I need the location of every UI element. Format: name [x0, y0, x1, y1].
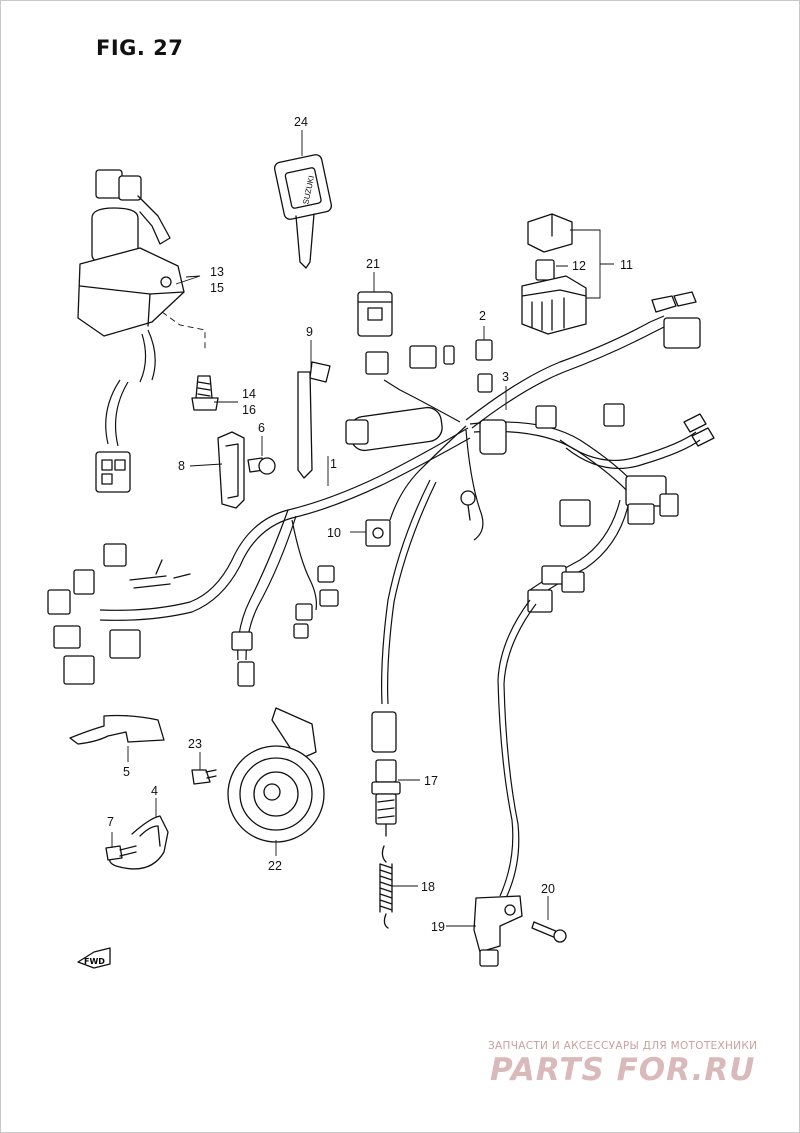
- callout-5: 5: [123, 765, 130, 779]
- rear-switch-part-19: [473, 599, 567, 967]
- callout-10: 10: [327, 526, 341, 540]
- callout-2: 2: [479, 309, 486, 323]
- callout-3: 3: [502, 370, 509, 384]
- callout-17: 17: [424, 774, 438, 788]
- relay-part-21: [357, 291, 393, 375]
- leader-lines: [111, 130, 614, 927]
- callout-8: 8: [178, 459, 185, 473]
- ignition-switch-part-13: [77, 169, 206, 493]
- fuse-box-part-11: [521, 213, 587, 335]
- key-part-24: SUZUKI: [273, 154, 333, 269]
- watermark-logo: PARTS FOR.RU: [490, 1052, 756, 1088]
- clip-part-5: [69, 714, 165, 745]
- callout-21: 21: [366, 257, 380, 271]
- callout-12: 12: [572, 259, 586, 273]
- fwd-arrow-icon: FWD: [77, 947, 111, 969]
- callout-20: 20: [541, 882, 555, 896]
- callout-1: 1: [330, 457, 337, 471]
- callout-19: 19: [431, 920, 445, 934]
- cable-tie-part-9: [297, 361, 331, 479]
- small-relay-part-2: [475, 339, 493, 361]
- figure-title: FIG. 27: [96, 36, 184, 60]
- callout-9: 9: [306, 325, 313, 339]
- callout-14: 14: [242, 387, 256, 401]
- bolt-part-14: [191, 375, 219, 411]
- wiring-harness-part-1: [47, 291, 715, 687]
- clamp-part-8: [217, 431, 245, 509]
- callout-15: 15: [210, 281, 224, 295]
- horn-part-22: [191, 707, 325, 843]
- callout-6: 6: [258, 421, 265, 435]
- bracket-part-10: [365, 519, 391, 547]
- callout-4: 4: [151, 784, 158, 798]
- callout-13: 13: [210, 265, 224, 279]
- callout-16: 16: [242, 403, 256, 417]
- callout-11: 11: [620, 258, 633, 272]
- callout-22: 22: [268, 859, 282, 873]
- screw-part-6: [247, 457, 276, 475]
- brake-switch-part-17: [371, 479, 437, 837]
- fwd-text: FWD: [84, 957, 105, 966]
- clamp-part-4: [105, 815, 169, 870]
- callout-18: 18: [421, 880, 435, 894]
- callout-24: 24: [294, 115, 308, 129]
- spring-part-18: [379, 845, 393, 929]
- callout-labels: 1 2 3 4 5 6 7 8 9 10 11 12 13 14 15 16 1…: [107, 115, 633, 934]
- callout-7: 7: [107, 815, 114, 829]
- watermark-tagline: ЗАПЧАСТИ И АКСЕССУАРЫ ДЛЯ МОТОТЕХНИКИ: [488, 1040, 758, 1052]
- callout-23: 23: [188, 737, 202, 751]
